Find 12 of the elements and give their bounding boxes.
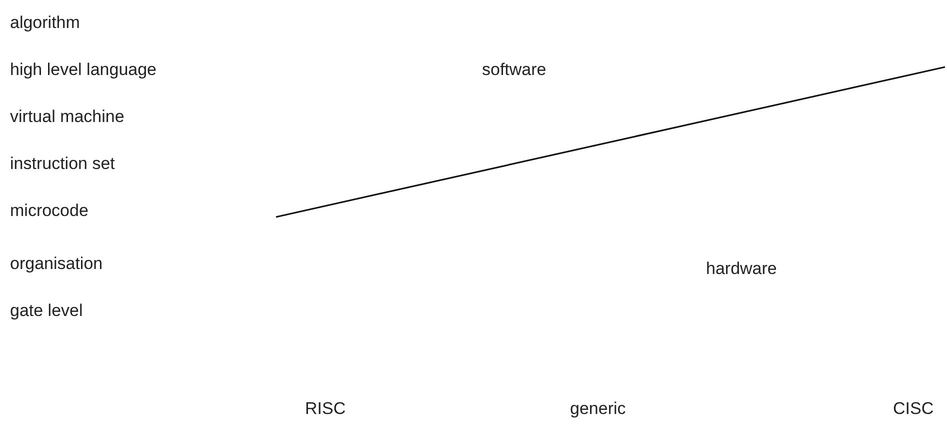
label-text: microcode	[10, 200, 88, 222]
label-text: hardware	[706, 258, 777, 280]
label-text: instruction set	[10, 153, 115, 175]
label-text: high level language	[10, 59, 157, 81]
label-text: virtual machine	[10, 106, 124, 128]
label-text: algorithm	[10, 12, 80, 34]
label-text: organisation	[10, 253, 103, 275]
label-text: CISC	[893, 398, 934, 420]
label-text: RISC	[305, 398, 346, 420]
label-text: generic	[570, 398, 626, 420]
label-text: software	[482, 59, 546, 81]
label-text: gate level	[10, 300, 83, 322]
